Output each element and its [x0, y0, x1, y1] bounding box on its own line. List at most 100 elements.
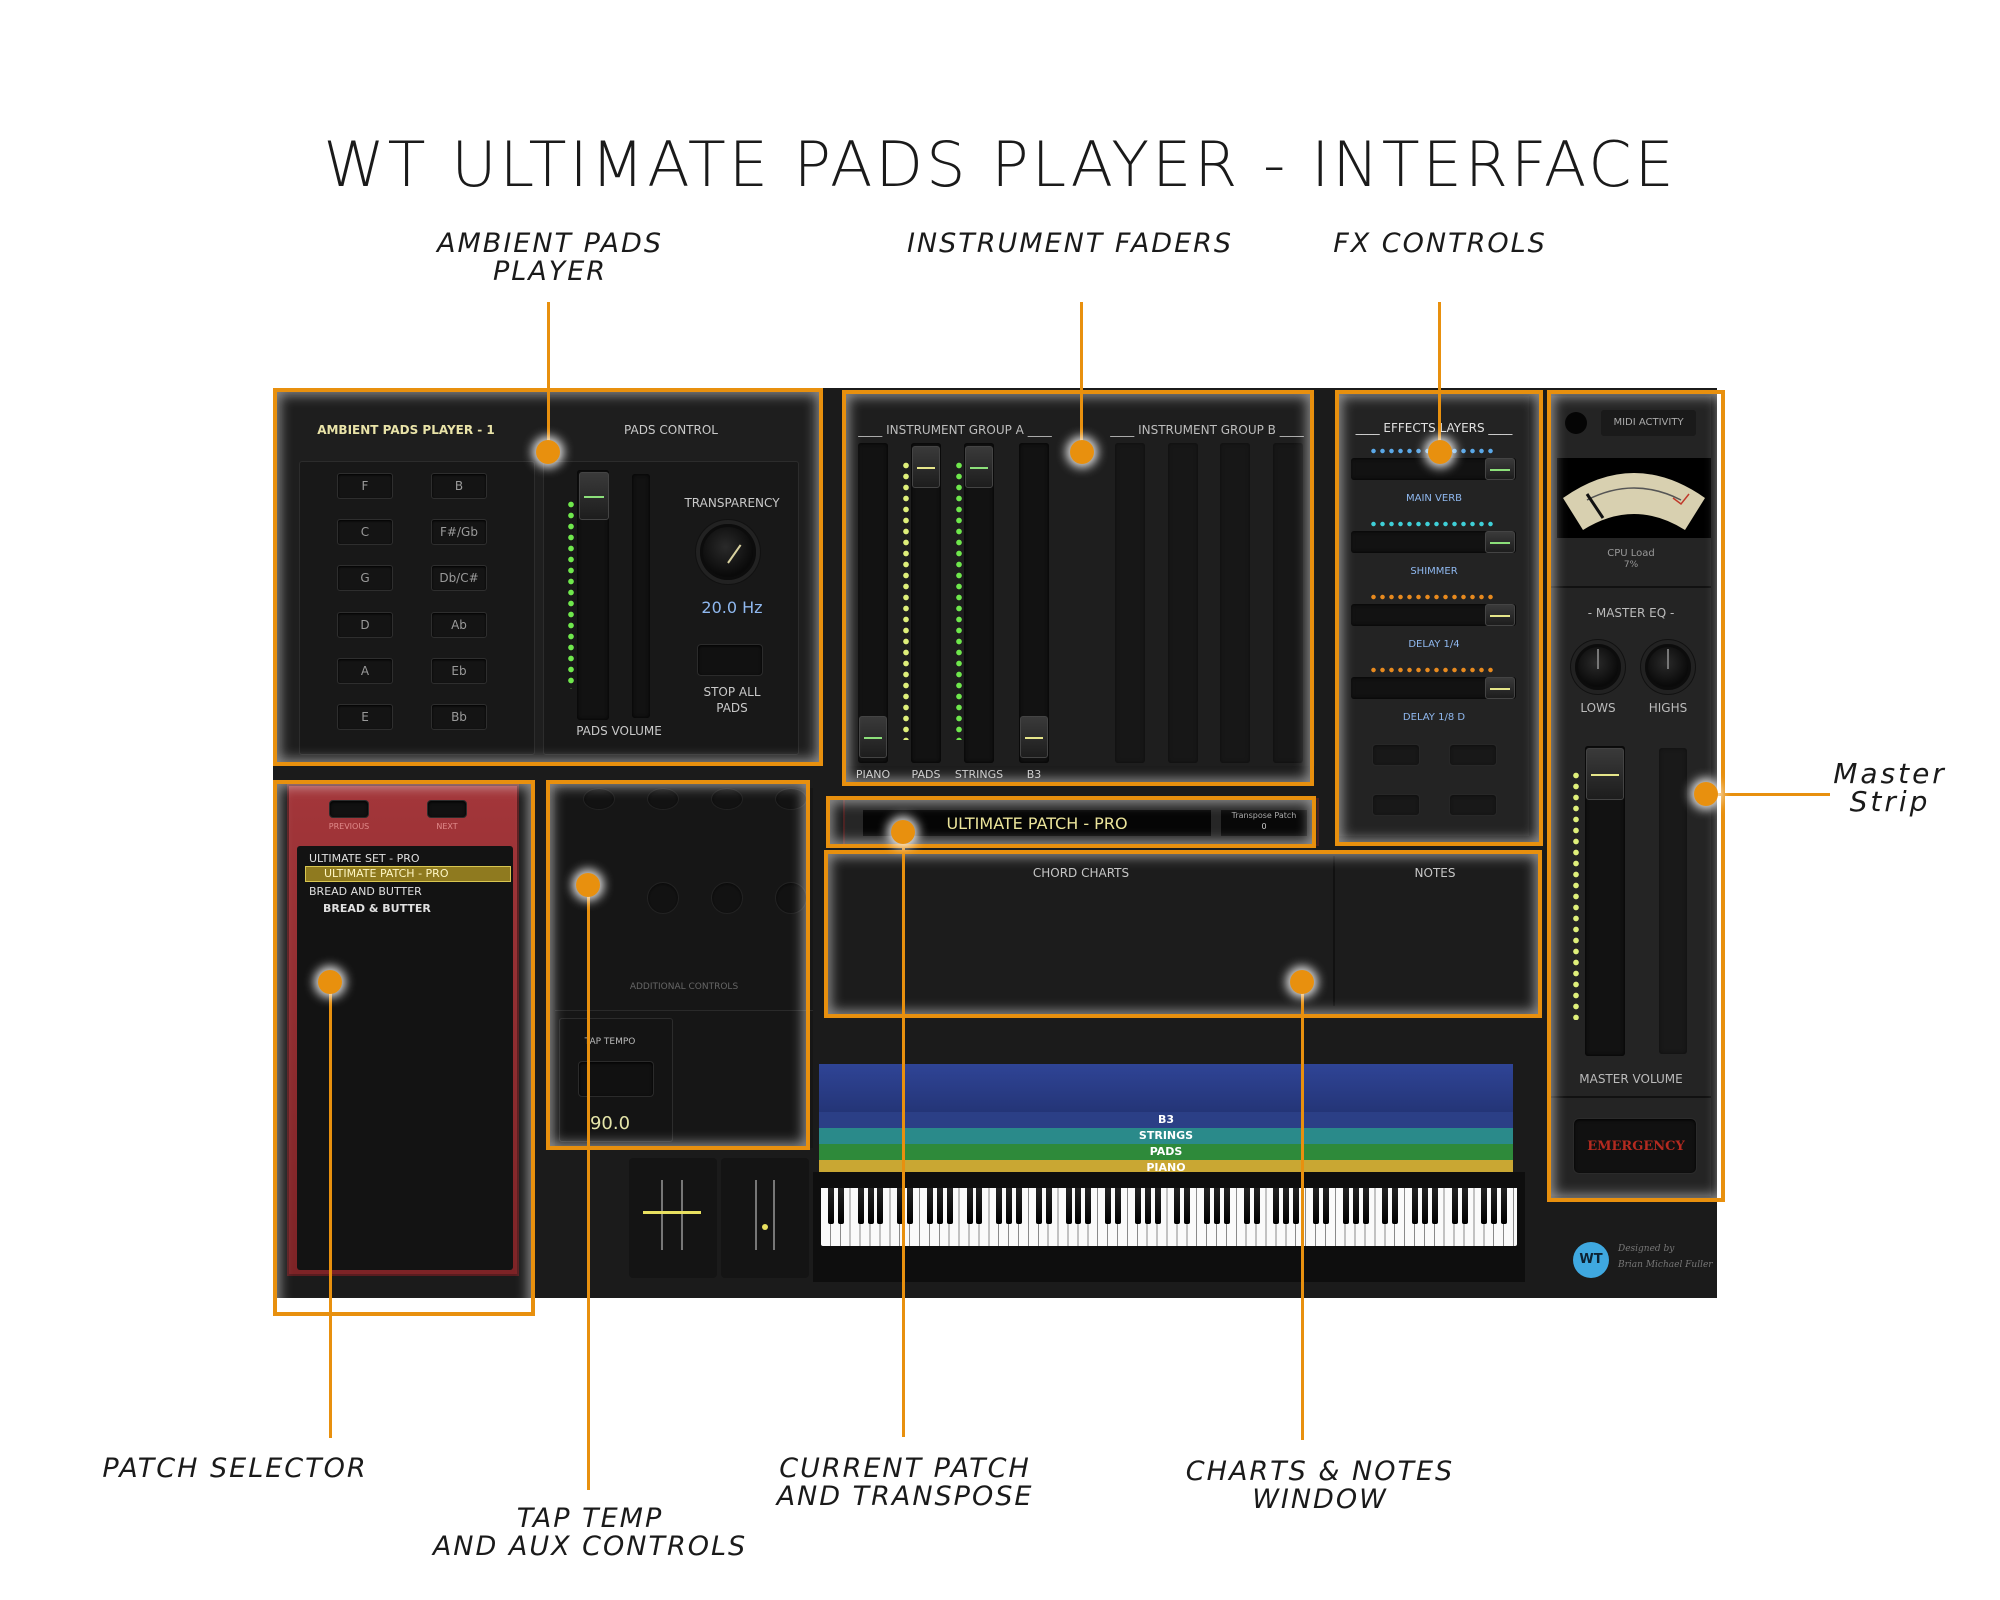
group-b-fader-1[interactable] [1115, 443, 1145, 763]
black-key[interactable] [1342, 1188, 1349, 1224]
key-button-d[interactable]: D [337, 612, 393, 638]
black-key[interactable] [1223, 1188, 1230, 1224]
black-key[interactable] [1412, 1188, 1418, 1224]
black-key[interactable] [1006, 1188, 1013, 1224]
patch-list-item[interactable]: BREAD AND BUTTER [309, 885, 422, 898]
black-key[interactable] [1501, 1188, 1508, 1224]
piano-fader-track[interactable] [858, 443, 888, 763]
mod-wheel[interactable] [721, 1158, 809, 1278]
black-key[interactable] [1431, 1188, 1438, 1224]
strings-fader[interactable] [965, 446, 993, 488]
black-key[interactable] [1045, 1188, 1052, 1224]
stop-all-pads-button[interactable] [697, 644, 763, 676]
black-key[interactable] [1352, 1188, 1359, 1224]
key-button-g[interactable]: G [337, 565, 393, 591]
black-key[interactable] [1491, 1188, 1498, 1224]
aux-button-3[interactable] [711, 788, 743, 810]
layer-strings[interactable]: STRINGS [819, 1128, 1513, 1144]
key-button-f[interactable]: F [337, 473, 393, 499]
delay-eighth-handle[interactable] [1485, 677, 1515, 699]
black-key[interactable] [1362, 1188, 1369, 1224]
black-key[interactable] [926, 1188, 933, 1224]
black-key[interactable] [1035, 1188, 1042, 1224]
black-key[interactable] [996, 1188, 1003, 1224]
aux-button-4[interactable] [775, 788, 807, 810]
transpose-box[interactable]: Transpose Patch 0 [1221, 810, 1307, 836]
fx-button-3[interactable] [1372, 794, 1420, 816]
black-key[interactable] [1293, 1188, 1300, 1224]
fx-button-2[interactable] [1449, 744, 1497, 766]
black-key[interactable] [1105, 1188, 1112, 1224]
black-key[interactable] [1481, 1188, 1488, 1224]
group-b-fader-2[interactable] [1168, 443, 1198, 763]
black-key[interactable] [1184, 1188, 1191, 1224]
layer-b3[interactable]: B3 [819, 1112, 1513, 1128]
key-button-f-sharp[interactable]: F#/Gb [431, 519, 487, 545]
black-key[interactable] [1016, 1188, 1022, 1224]
black-key[interactable] [857, 1188, 864, 1224]
pads-volume-fader[interactable] [579, 472, 609, 520]
group-b-fader-4[interactable] [1273, 443, 1303, 763]
key-button-a[interactable]: A [337, 658, 393, 684]
group-b-fader-3[interactable] [1220, 443, 1250, 763]
shimmer-slider[interactable] [1351, 531, 1516, 553]
black-key[interactable] [1204, 1188, 1211, 1224]
previous-button[interactable] [329, 800, 369, 818]
chord-charts-area[interactable] [841, 886, 1331, 1006]
patch-list-item-selected[interactable]: ULTIMATE PATCH - PRO [305, 866, 511, 882]
black-key[interactable] [907, 1188, 914, 1224]
aux-button-5[interactable] [647, 882, 679, 914]
fx-button-4[interactable] [1449, 794, 1497, 816]
next-button[interactable] [427, 800, 467, 818]
delay-quarter-slider[interactable] [1351, 604, 1516, 626]
b3-fader[interactable] [1020, 716, 1048, 758]
black-key[interactable] [837, 1188, 844, 1224]
aux-button-1[interactable] [583, 788, 615, 810]
black-key[interactable] [1382, 1188, 1389, 1224]
key-button-b[interactable]: B [431, 473, 487, 499]
black-key[interactable] [946, 1188, 953, 1224]
tap-tempo-button[interactable] [578, 1061, 654, 1097]
notes-area[interactable] [1341, 886, 1531, 1006]
main-verb-slider[interactable] [1351, 458, 1516, 480]
key-button-d-flat[interactable]: Db/C# [431, 565, 487, 591]
delay-quarter-handle[interactable] [1485, 604, 1515, 626]
transparency-knob[interactable] [700, 524, 756, 580]
layer-pads[interactable]: PADS [819, 1144, 1513, 1160]
black-key[interactable] [1115, 1188, 1121, 1224]
patch-list-item[interactable]: BREAD & BUTTER [323, 902, 431, 915]
black-key[interactable] [1144, 1188, 1151, 1224]
black-key[interactable] [1085, 1188, 1092, 1224]
black-key[interactable] [1075, 1188, 1082, 1224]
black-key[interactable] [1451, 1188, 1458, 1224]
delay-eighth-slider[interactable] [1351, 677, 1516, 699]
black-key[interactable] [877, 1188, 884, 1224]
emergency-button[interactable]: EMERGENCY [1573, 1118, 1697, 1174]
key-button-b-flat[interactable]: Bb [431, 704, 487, 730]
lows-knob[interactable] [1575, 644, 1621, 690]
black-key[interactable] [1461, 1188, 1468, 1224]
aux-button-2[interactable] [647, 788, 679, 810]
black-key[interactable] [1243, 1188, 1250, 1224]
b3-fader-track[interactable] [1019, 443, 1049, 763]
pads-fader[interactable] [912, 446, 940, 488]
black-key[interactable] [827, 1188, 834, 1224]
black-key[interactable] [936, 1188, 943, 1224]
aux-button-7[interactable] [775, 882, 807, 914]
key-button-e[interactable]: E [337, 704, 393, 730]
black-key[interactable] [1253, 1188, 1260, 1224]
black-key[interactable] [1154, 1188, 1161, 1224]
shimmer-handle[interactable] [1485, 531, 1515, 553]
black-key[interactable] [1214, 1188, 1220, 1224]
aux-button-6[interactable] [711, 882, 743, 914]
fx-button-1[interactable] [1372, 744, 1420, 766]
black-key[interactable] [1065, 1188, 1072, 1224]
black-key[interactable] [1313, 1188, 1319, 1224]
black-key[interactable] [867, 1188, 874, 1224]
piano-fader[interactable] [859, 716, 887, 758]
patch-list-item[interactable]: ULTIMATE SET - PRO [309, 852, 420, 865]
key-button-c[interactable]: C [337, 519, 393, 545]
black-key[interactable] [1273, 1188, 1280, 1224]
black-key[interactable] [1174, 1188, 1181, 1224]
pads-fader-track[interactable] [911, 443, 941, 763]
